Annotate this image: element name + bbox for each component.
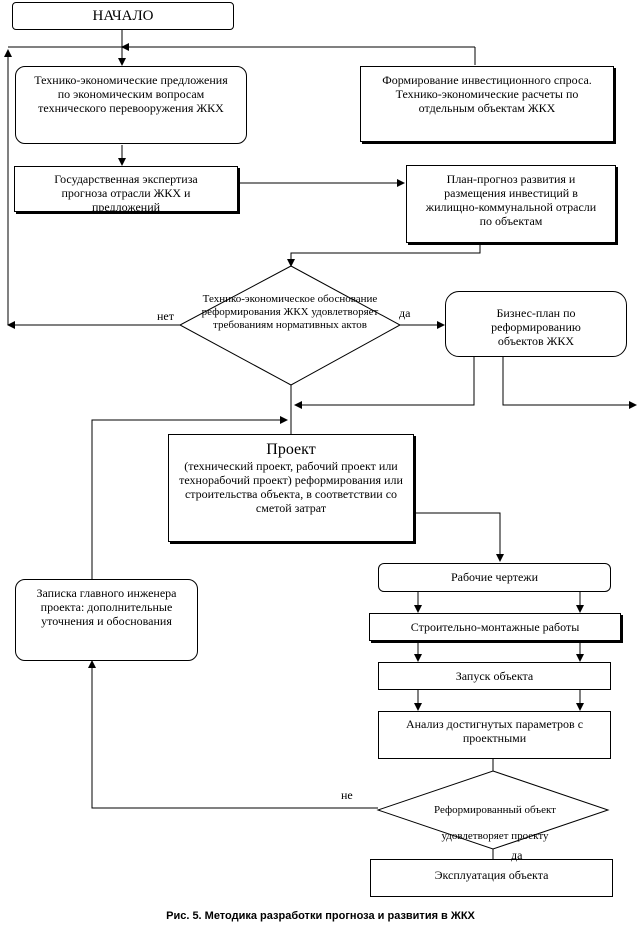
state-expertise-node: Государственная экспертиза прогноза отра… [14, 166, 238, 212]
plan-forecast-node: План-прогноз развития и размещения инвес… [406, 165, 616, 243]
edge-bplan-left [294, 357, 475, 409]
object-launch-label: Запуск объекта [455, 669, 534, 683]
proposals-label: Технико-экономические предложения по эко… [34, 73, 228, 115]
edge-check-no [88, 660, 378, 809]
decision-diamond-2 [376, 770, 610, 850]
start-label: НАЧАЛО [92, 8, 154, 24]
edge-note-project [91, 416, 288, 580]
chief-engineer-note-label: Записка главного инженера проекта: допол… [36, 586, 177, 628]
edge-label-yes-1: да [399, 306, 411, 320]
edge-label-yes-2: да [511, 848, 523, 862]
construction-works-node: Строительно-монтажные работы [369, 613, 621, 641]
working-drawings-label: Рабочие чертежи [450, 570, 539, 584]
parameter-analysis-label: Анализ достигнутых параметров с проектны… [405, 717, 584, 745]
project-body: (технический проект, рабочий проект или … [179, 459, 403, 515]
edge-label-no-2: не [341, 788, 353, 802]
plan-forecast-label: План-прогноз развития и размещения инвес… [425, 172, 597, 228]
investment-demand-label: Формирование инвестиционного спроса. Тех… [382, 73, 592, 115]
object-launch-node: Запуск объекта [378, 662, 611, 690]
decision-diamond-1 [178, 265, 402, 386]
operation-label: Эксплуатация объекта [434, 868, 549, 882]
working-drawings-node: Рабочие чертежи [378, 563, 611, 592]
parameter-analysis-node: Анализ достигнутых параметров с проектны… [378, 711, 611, 759]
edge-plan-decision [287, 243, 481, 267]
edge-label-no-1: нет [157, 309, 174, 323]
start-node: НАЧАЛО [12, 2, 234, 30]
business-plan-node: Бизнес-план по реформированию объектов Ж… [445, 291, 627, 357]
construction-works-label: Строительно-монтажные работы [410, 620, 580, 634]
business-plan-label: Бизнес-план по реформированию объектов Ж… [491, 306, 581, 348]
project-title: Проект [266, 441, 316, 458]
state-expertise-label: Государственная экспертиза прогноза отра… [54, 172, 198, 212]
decision-1-label: Технико-экономическое обоснование реформ… [201, 293, 379, 331]
project-node: Проект (технический проект, рабочий прое… [168, 434, 414, 542]
figure-caption: Рис. 5. Методика разработки прогноза и р… [166, 910, 475, 922]
decision-2-label: Реформированный объект удовлетворяет про… [434, 804, 556, 842]
chief-engineer-note-node: Записка главного инженера проекта: допол… [15, 579, 198, 661]
connectors [4, 30, 637, 859]
operation-node: Эксплуатация объекта [370, 859, 613, 897]
investment-demand-node: Формирование инвестиционного спроса. Тех… [360, 66, 614, 142]
edge-bplan-right [502, 357, 637, 409]
edge-project-drawings [415, 512, 504, 562]
proposals-node: Технико-экономические предложения по эко… [15, 66, 247, 144]
